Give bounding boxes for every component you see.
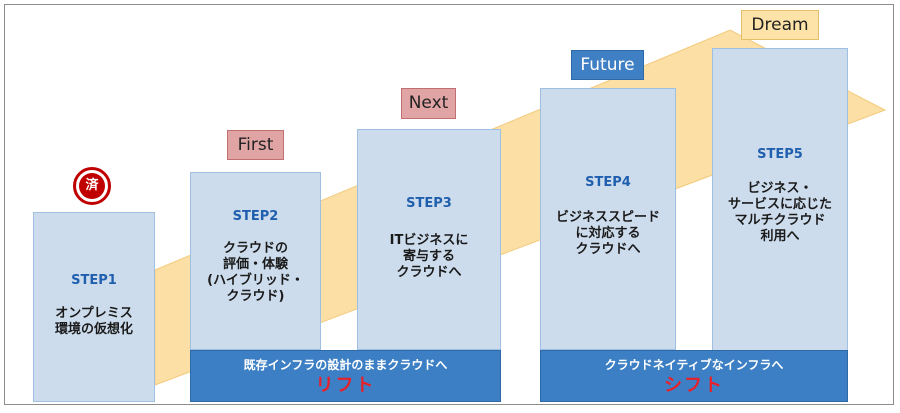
- lift-band-subtitle: 既存インフラの設計のままクラウドへ: [243, 358, 448, 372]
- step-2-label: STEP2: [232, 209, 279, 224]
- step-4-description: ビジネススピード に対応する クラウドへ: [555, 210, 660, 257]
- step-5-label: STEP5: [757, 147, 803, 162]
- step-1-label: STEP1: [71, 273, 117, 288]
- step-1-box: STEP1 オンプレミス 環境の仮想化: [33, 212, 155, 402]
- step-4-box: STEP4 ビジネススピード に対応する クラウドへ: [540, 88, 676, 350]
- step-2-description: クラウドの 評価・体験 (ハイブリッド・ クラウド): [207, 241, 304, 304]
- shift-band: クラウドネイティブなインフラへ シフト: [540, 350, 848, 402]
- tag-first: First: [227, 130, 284, 160]
- shift-band-title: シフト: [664, 375, 724, 396]
- tag-dream: Dream: [741, 10, 819, 40]
- tag-next: Next: [401, 88, 456, 119]
- step-2-box: STEP2 クラウドの 評価・体験 (ハイブリッド・ クラウド): [190, 172, 321, 350]
- step-1-description: オンプレミス 環境の仮想化: [54, 306, 133, 337]
- step-3-box: STEP3 ITビジネスに 寄与する クラウドへ: [357, 129, 501, 350]
- step-4-label: STEP4: [585, 175, 631, 190]
- completed-badge-text: 済: [79, 173, 105, 199]
- shift-band-subtitle: クラウドネイティブなインフラへ: [604, 358, 784, 372]
- lift-band: 既存インフラの設計のままクラウドへ リフト: [190, 350, 501, 402]
- step-5-description: ビジネス・ サービスに応じた マルチクラウド 利用へ: [727, 181, 832, 244]
- completed-badge: 済: [73, 167, 111, 205]
- step-3-description: ITビジネスに 寄与する クラウドへ: [389, 233, 469, 280]
- lift-band-title: リフト: [315, 375, 376, 396]
- tag-future: Future: [571, 50, 644, 80]
- step-5-box: STEP5 ビジネス・ サービスに応じた マルチクラウド 利用へ: [712, 48, 848, 402]
- step-3-label: STEP3: [406, 196, 452, 211]
